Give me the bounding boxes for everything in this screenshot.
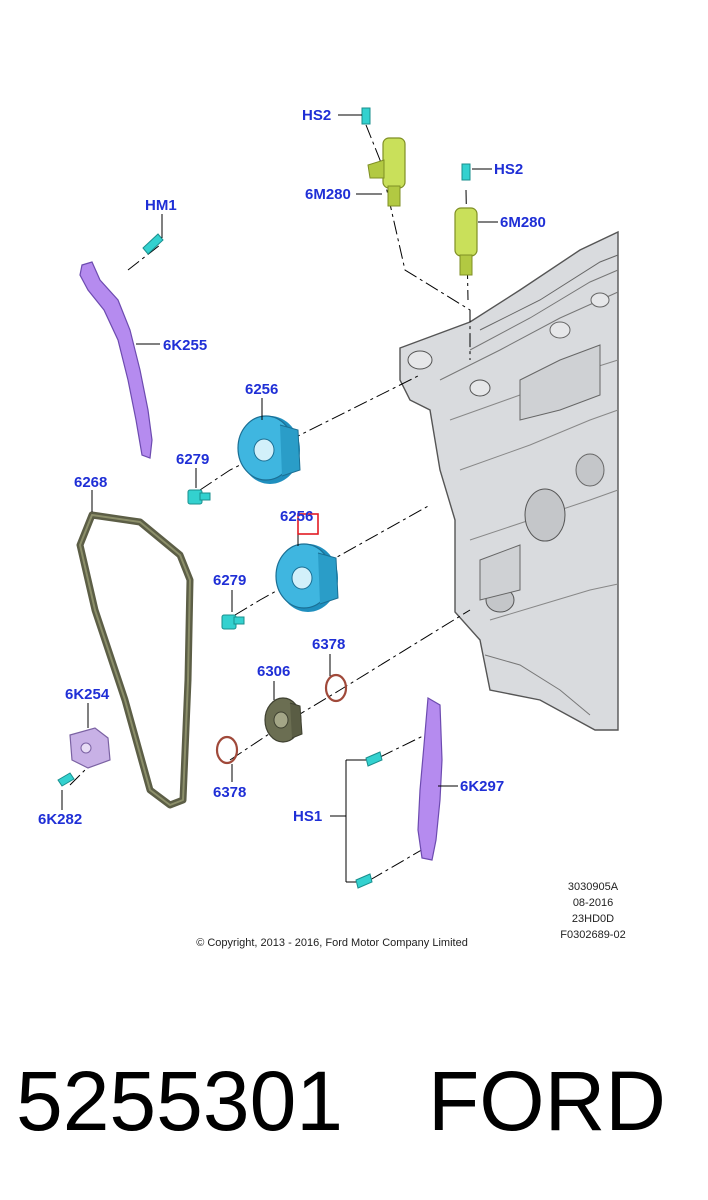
callout-hm1: HM1 [145, 197, 177, 214]
callout-6256-lower: 6256 [280, 508, 313, 525]
assembly-centerlines [69, 124, 471, 881]
sprocket-bolt-lower [221, 614, 245, 630]
part-number: 5255301 [16, 1054, 343, 1148]
highlight-box [297, 513, 319, 535]
chain-guide-left [79, 261, 153, 459]
cam-sprocket-lower [275, 543, 339, 612]
solenoid-bolt-lower [461, 163, 471, 181]
solenoid-bolt-upper [361, 107, 371, 125]
o-ring-lower [215, 735, 239, 765]
callout-6268: 6268 [74, 474, 107, 491]
guide-bolt-hm1 [142, 233, 164, 255]
guide-bolt-upper-hs1 [365, 751, 383, 767]
sprocket-bolt-upper [187, 489, 211, 505]
callout-6378-lower: 6378 [213, 784, 246, 801]
callout-6k254: 6K254 [65, 686, 110, 703]
callout-hs2-upper: HS2 [302, 107, 331, 124]
oil-control-solenoid-lower [454, 207, 478, 276]
chain-tensioner [69, 727, 111, 769]
callout-6279-upper: 6279 [176, 451, 209, 468]
timing-chain-inner [79, 514, 191, 806]
callout-6256-upper: 6256 [245, 381, 278, 398]
meta-line-1: 3030905A [568, 881, 619, 893]
copyright-notice: © Copyright, 2013 - 2016, Ford Motor Com… [196, 937, 468, 949]
callout-6306: 6306 [257, 663, 290, 680]
o-ring-upper [324, 673, 348, 703]
brand-name: FORD [428, 1054, 666, 1148]
callout-6279-lower: 6279 [213, 572, 246, 589]
callout-6m280-upper: 6M280 [305, 186, 351, 203]
engine-block [399, 230, 619, 731]
callout-hs1: HS1 [293, 808, 322, 825]
chain-guide-right [417, 697, 443, 861]
meta-line-2: 08-2016 [573, 897, 613, 909]
guide-bolt-lower-hs1 [355, 873, 373, 889]
crankshaft-sprocket [264, 697, 303, 743]
callout-6m280-lower: 6M280 [500, 214, 546, 231]
callout-6k282: 6K282 [38, 811, 82, 828]
meta-line-3: 23HD0D [572, 913, 614, 925]
callout-6378-upper: 6378 [312, 636, 345, 653]
callout-6k297: 6K297 [460, 778, 504, 795]
callout-6k255: 6K255 [163, 337, 207, 354]
meta-line-4: F0302689-02 [560, 929, 625, 941]
cam-sprocket-upper [237, 415, 301, 484]
callout-hs2-lower: HS2 [494, 161, 523, 178]
tensioner-bolt [57, 772, 75, 787]
oil-control-solenoid-upper [367, 137, 406, 207]
